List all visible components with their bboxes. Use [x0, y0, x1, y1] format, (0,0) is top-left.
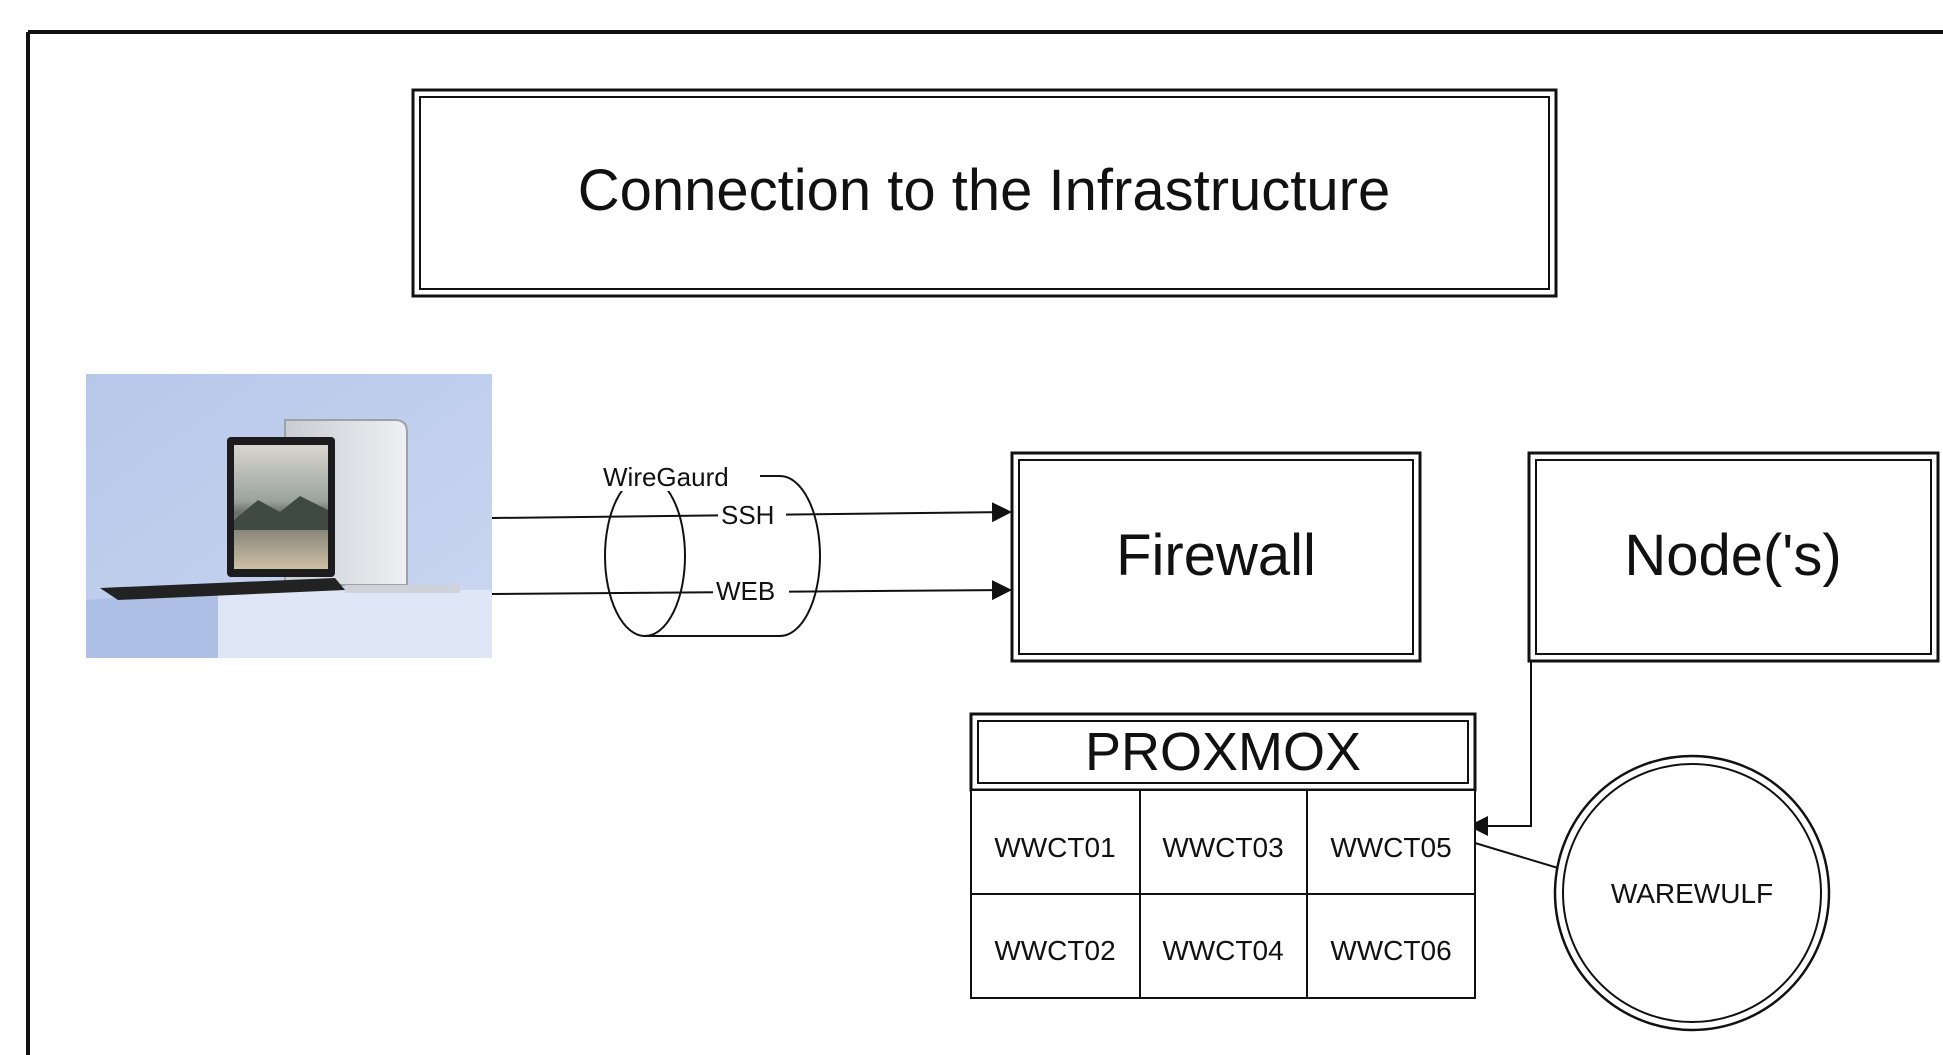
diagram-title: Connection to the Infrastructure [578, 158, 1390, 223]
warewulf-link-line [1474, 842, 1559, 869]
container-cell: WWCT04 [1162, 935, 1283, 966]
container-cell: WWCT02 [994, 935, 1115, 966]
proxmox-label: PROXMOX [1085, 722, 1361, 782]
container-cell: WWCT01 [994, 832, 1115, 863]
page-frame [26, 30, 1943, 1055]
container-cell: WWCT03 [1162, 832, 1283, 863]
ssh-label: SSH [721, 500, 774, 530]
title-box: Connection to the Infrastructure [411, 88, 1558, 298]
nodes-box: Node('s) [1527, 451, 1940, 663]
firewall-label: Firewall [1116, 523, 1316, 588]
web-label: WEB [716, 576, 775, 606]
wireguard-label: WireGaurd [603, 462, 729, 492]
firewall-box: Firewall [1010, 451, 1422, 663]
warewulf-label: WAREWULF [1611, 878, 1773, 909]
container-cell: WWCT05 [1330, 832, 1451, 863]
nodes-to-proxmox-line [1468, 661, 1532, 836]
container-cell: WWCT06 [1330, 935, 1451, 966]
warewulf-node: WAREWULF [1553, 754, 1831, 1032]
proxmox-table: PROXMOX WWCT01 WWCT03 WWCT05 WWCT02 WWCT… [969, 712, 1477, 999]
laptop-image [86, 374, 492, 658]
wireguard-tunnel-shape: WireGaurd SSH WEB [602, 461, 821, 637]
nodes-label: Node('s) [1624, 523, 1841, 588]
